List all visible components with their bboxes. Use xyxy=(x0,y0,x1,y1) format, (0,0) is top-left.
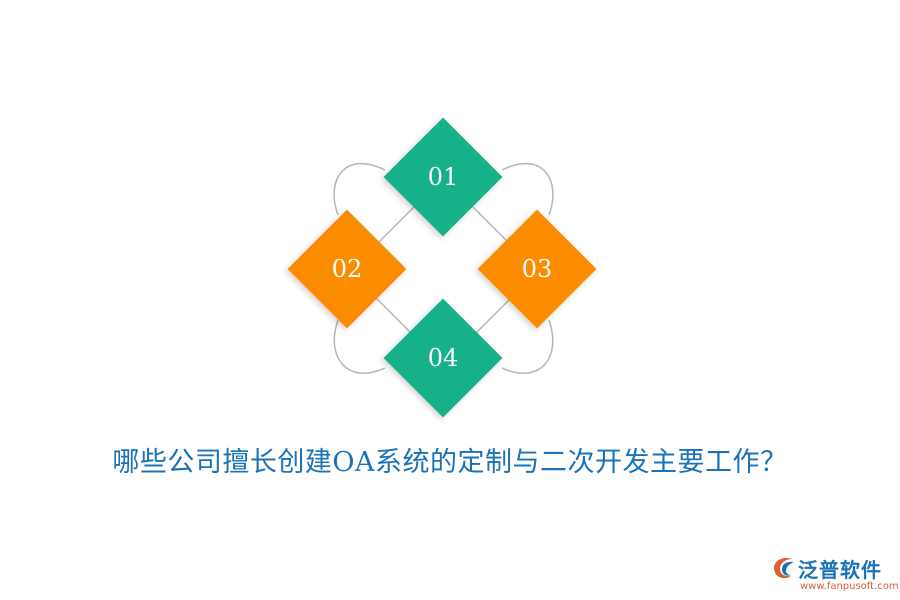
diamond-04-label: 04 xyxy=(428,344,459,372)
diamond-02-label: 02 xyxy=(332,255,363,283)
diamond-04: 04 xyxy=(383,298,503,418)
connector-outer-bottom-right xyxy=(501,319,554,374)
logo-brand-name: 泛普软件 xyxy=(798,558,882,582)
connector-inner-bottom-right xyxy=(472,296,513,337)
brand-logo[interactable]: 泛普软件 www.fanpusoft.com xyxy=(770,552,899,596)
diamond-03: 03 xyxy=(477,209,597,329)
logo-url: www.fanpusoft.com xyxy=(800,581,899,592)
headline-title: 哪些公司擅长创建OA系统的定制与二次开发主要工作？ xyxy=(112,447,788,478)
connector-inner-top-right xyxy=(472,206,513,247)
connector-outer-bottom-left xyxy=(333,319,386,374)
connector-outer-top-left xyxy=(333,163,386,216)
connector-inner-top-left xyxy=(374,206,415,247)
connector-inner-bottom-left xyxy=(374,296,415,337)
connector-lines xyxy=(333,163,554,374)
connector-outer-top-right xyxy=(501,163,554,216)
diamond-01-label: 01 xyxy=(428,163,459,191)
fanpu-logo-icon xyxy=(774,558,794,579)
diamond-03-label: 03 xyxy=(522,255,553,283)
